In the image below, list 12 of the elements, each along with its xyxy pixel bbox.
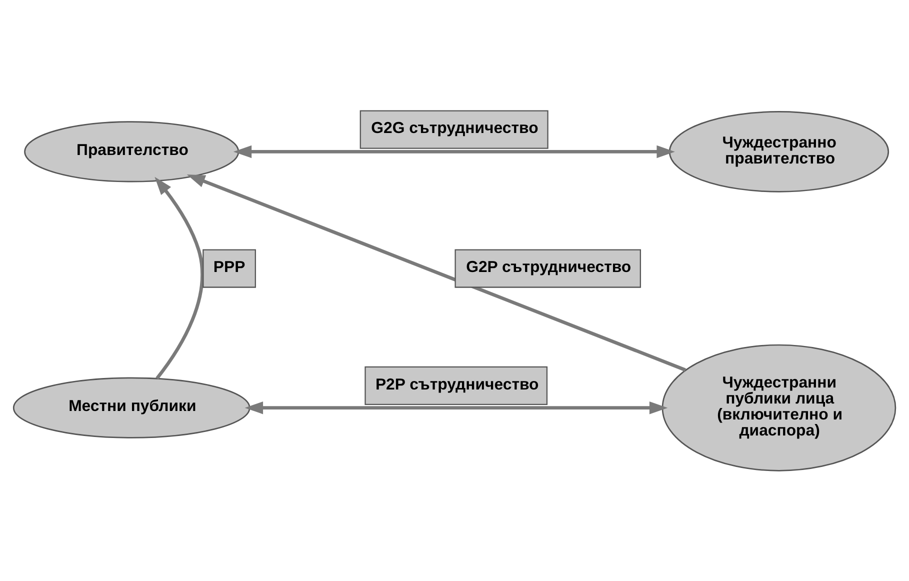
node-ellipse: Чуждестранни публики лица (включително и диаспора): [662, 344, 896, 471]
edge-label: P2P сътрудничество: [375, 376, 539, 393]
node-ellipse: Правителство: [24, 120, 240, 182]
arrow: [233, 144, 675, 158]
edge-label: PPP: [213, 258, 246, 276]
node-ellipse: Местни публики: [12, 376, 250, 438]
node-ellipse: Чуждестранно правителство: [668, 110, 890, 192]
edge-label: G2P сътрудничество: [466, 258, 632, 276]
arrow: [244, 400, 668, 414]
edge-label: G2G сътрудничество: [371, 120, 538, 137]
arrow: [186, 174, 686, 372]
arrow: [154, 176, 204, 379]
